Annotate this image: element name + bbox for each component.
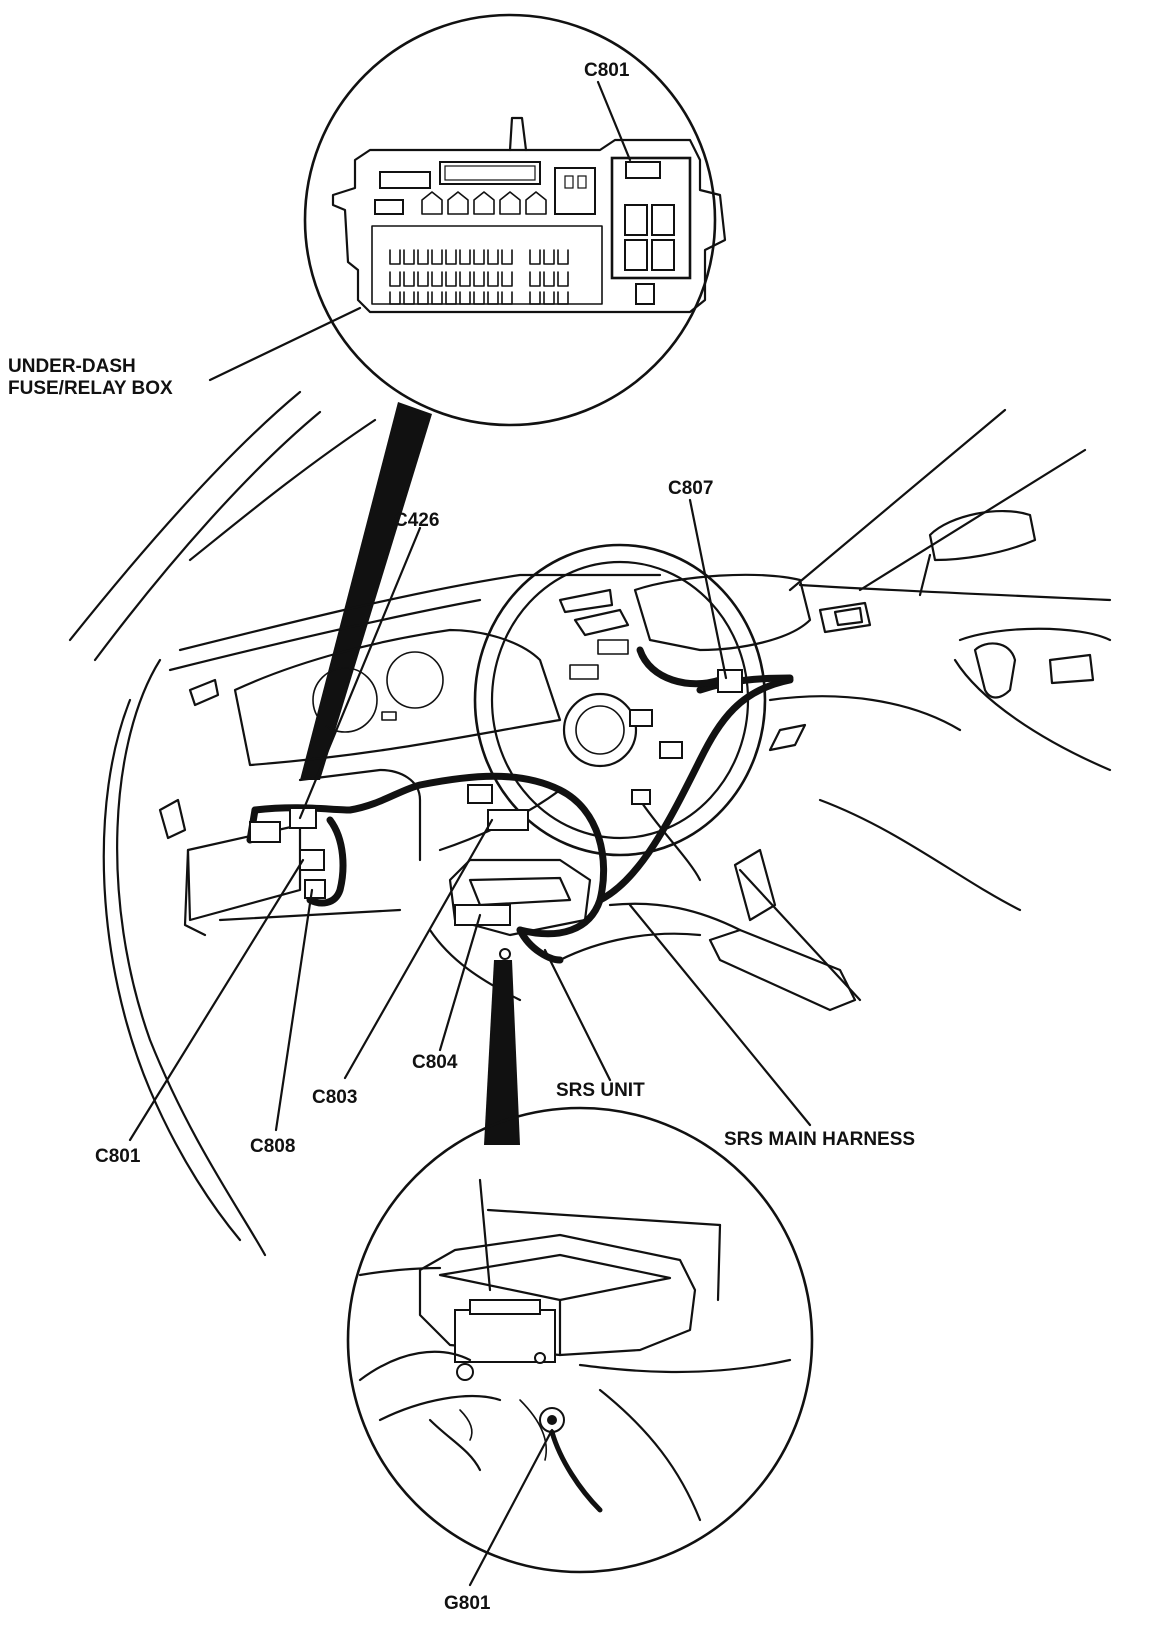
labels: C801 UNDER-DASH FUSE/RELAY BOX C426 C807… [8,60,915,1614]
dashboard-illustration [68,390,1112,1257]
label-c801-top: C801 [584,60,630,81]
label-c804: C804 [412,1052,458,1073]
label-srs-main-harness: SRS MAIN HARNESS [724,1129,915,1150]
connector-c801 [299,849,325,871]
label-c803: C803 [312,1087,357,1108]
ground-point-g801 [499,948,511,960]
label-under-dash-line1: UNDER-DASH [8,356,136,377]
detail-callout-taper-top [300,402,432,780]
label-g801: G801 [444,1593,491,1614]
connectors [249,669,743,960]
label-c801-left: C801 [95,1146,141,1167]
detail-callout-taper-bottom [484,960,520,1145]
label-under-dash-line2: FUSE/RELAY BOX [8,378,173,399]
connector-c803 [487,809,529,831]
connector-c808 [304,879,326,899]
connector-c807 [717,669,743,693]
leader-lines [128,80,812,1142]
label-c426: C426 [394,510,439,531]
fuse-box-detail-circle [303,13,727,427]
label-c808: C808 [250,1136,295,1157]
srs-unit-detail-circle [346,1106,814,1587]
srs-main-harness-wire [246,646,794,964]
label-c807: C807 [668,478,713,499]
label-srs-unit: SRS UNIT [556,1080,645,1101]
